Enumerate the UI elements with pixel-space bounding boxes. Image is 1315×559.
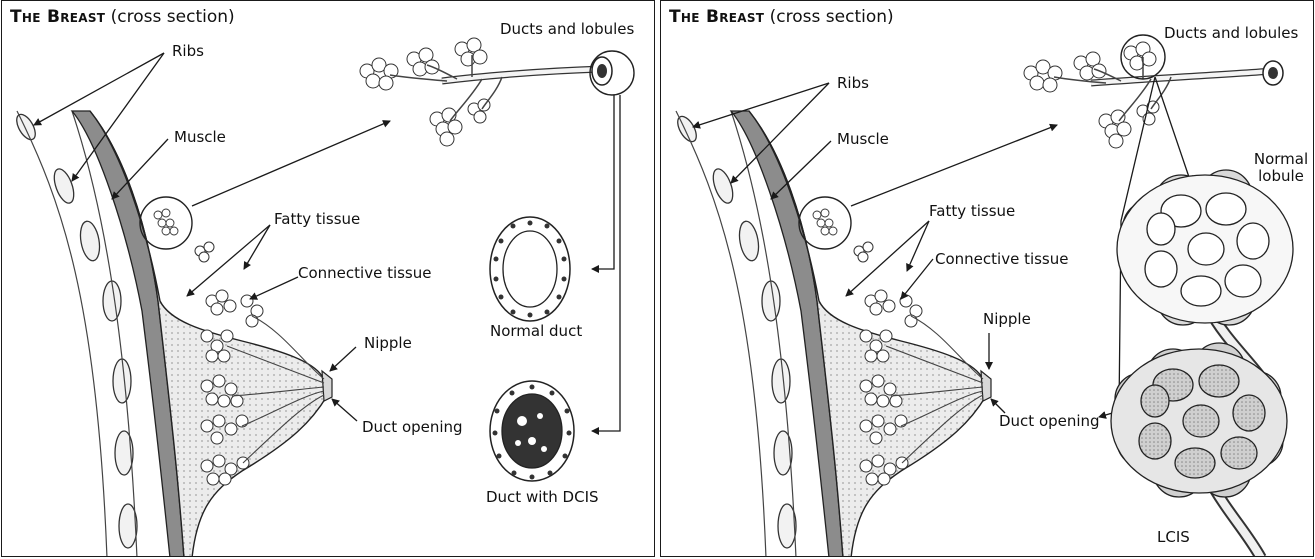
panel-title: The Breast (cross section)	[669, 7, 894, 27]
fatty-tissue-label: Fatty tissue	[274, 211, 360, 228]
nipple-label: Nipple	[983, 311, 1031, 328]
breast-cross-section-illustration	[661, 1, 1314, 557]
duct-with-dcis-label: Duct with DCIS	[486, 489, 599, 506]
ducts-lobules-illustration	[360, 38, 612, 146]
duct-opening-label: Duct opening	[362, 419, 463, 436]
ducts-lobules-illustration	[1024, 42, 1283, 148]
normal-duct-cross-section	[490, 217, 570, 321]
connective-tissue-label: Connective tissue	[935, 251, 1068, 268]
lcis-label: LCIS	[1157, 529, 1190, 546]
panel-title: The Breast (cross section)	[10, 7, 235, 27]
normal-lobule-label-line1: Normal	[1251, 151, 1311, 168]
ducts-lobules-label: Ducts and lobules	[500, 21, 634, 38]
nipple-label: Nipple	[364, 335, 412, 352]
duct-opening-label: Duct opening	[999, 413, 1100, 430]
nipple-shape	[322, 371, 332, 401]
normal-duct-label: Normal duct	[490, 323, 582, 340]
muscle-label: Muscle	[837, 131, 889, 148]
breast-diagram-lcis-panel: The Breast (cross section) Ducts and lob…	[660, 0, 1314, 557]
nipple-shape	[981, 371, 991, 401]
normal-lobule-label-line2: lobule	[1251, 168, 1311, 185]
lcis-lobule-enlarged	[1111, 343, 1287, 557]
fatty-tissue-label: Fatty tissue	[929, 203, 1015, 220]
ribs-label: Ribs	[172, 43, 204, 60]
normal-lobule-label: Normal lobule	[1251, 151, 1311, 185]
breast-diagram-dcis-panel: The Breast (cross section) Ducts and lob…	[1, 0, 655, 557]
connective-tissue-label: Connective tissue	[298, 265, 431, 282]
ribs-label: Ribs	[837, 75, 869, 92]
dcis-duct-cross-section	[490, 381, 574, 481]
ducts-lobules-label: Ducts and lobules	[1164, 25, 1298, 42]
muscle-label: Muscle	[174, 129, 226, 146]
